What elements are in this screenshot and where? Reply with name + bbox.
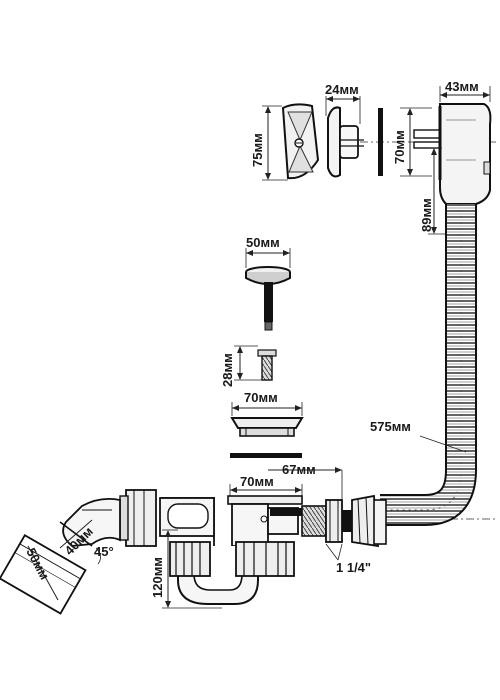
dim-label-drain-body-diameter: 70мм — [240, 474, 274, 489]
dimension-43mm: 43мм — [439, 79, 491, 102]
dimension-120mm: 120мм — [150, 529, 222, 609]
dim-label-outlet-angle: 45° — [94, 544, 114, 559]
drain-plug — [245, 266, 291, 331]
bottle-trap — [159, 497, 295, 605]
dim-label-drain-offset: 67мм — [282, 462, 316, 477]
dim-label-overflow-flange-height: 70мм — [392, 130, 407, 164]
dimension-89mm: 89мм — [419, 147, 448, 235]
outlet-elbow — [59, 489, 157, 547]
dim-label-grate-diameter: 70мм — [244, 390, 278, 405]
dim-label-overflow-cover-depth: 24мм — [325, 82, 359, 97]
dim-label-overflow-cover-height: 75мм — [250, 133, 265, 167]
drain-body — [227, 494, 387, 548]
drain-gasket — [230, 453, 302, 458]
overflow-cover-front — [281, 103, 320, 180]
overflow-body — [413, 103, 492, 205]
dimension-575mm: 575мм — [370, 419, 467, 453]
flexible-hose — [380, 204, 477, 526]
drain-screw — [257, 349, 277, 381]
dim-label-overflow-body-depth: 43мм — [445, 79, 479, 94]
dim-label-trap-depth: 120мм — [150, 557, 165, 598]
drain-grate — [230, 417, 304, 437]
dimension-70mm-overflow: 70мм — [392, 107, 432, 177]
dimension-70mm-body: 70мм — [229, 474, 303, 498]
overflow-gasket — [378, 108, 383, 176]
dimension-45deg: 45° — [94, 544, 114, 565]
dimension-70mm-grate: 70мм — [231, 390, 303, 416]
dimension-24mm: 24мм — [325, 82, 361, 124]
dimension-50mm-plug: 50мм — [245, 235, 291, 268]
dimension-thread: 1 1/4" — [325, 543, 371, 575]
dim-label-overflow-body-height: 89мм — [419, 198, 434, 232]
dim-label-hose-length: 575мм — [370, 419, 411, 434]
dim-label-plug-diameter: 50мм — [246, 235, 280, 250]
overflow-cover-side — [327, 106, 364, 178]
dim-label-thread-size: 1 1/4" — [336, 560, 371, 575]
dimension-75mm: 75мм — [250, 105, 288, 181]
dimension-28mm: 28мм — [220, 345, 262, 387]
dim-label-screw-length: 28мм — [220, 353, 235, 387]
